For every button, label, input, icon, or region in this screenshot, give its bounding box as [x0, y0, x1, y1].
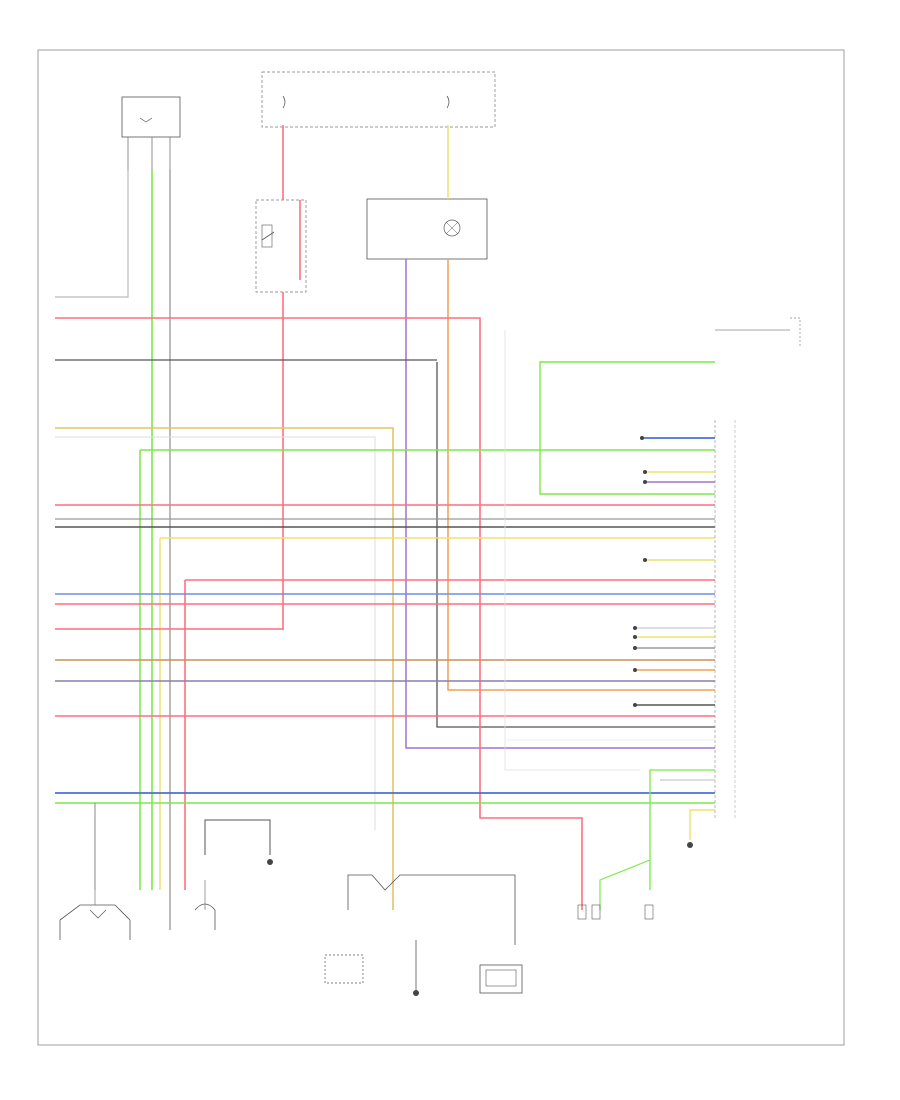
top-left-module [121, 96, 181, 170]
bottom-left-ground [194, 819, 273, 930]
right-sensor-loop [504, 317, 801, 771]
indicator-box [366, 198, 488, 260]
bottom-left-sensor [59, 890, 131, 940]
right-feed-wires [505, 436, 715, 910]
fuse-box [261, 71, 496, 128]
bottom-right-connectors [577, 842, 693, 920]
vertical-wires-top [55, 125, 715, 930]
bottom-center-switch [324, 874, 523, 996]
right-connector [714, 420, 736, 820]
diagram-border [37, 49, 845, 1046]
horizontal-wires [55, 317, 715, 910]
relay-box [255, 199, 307, 293]
